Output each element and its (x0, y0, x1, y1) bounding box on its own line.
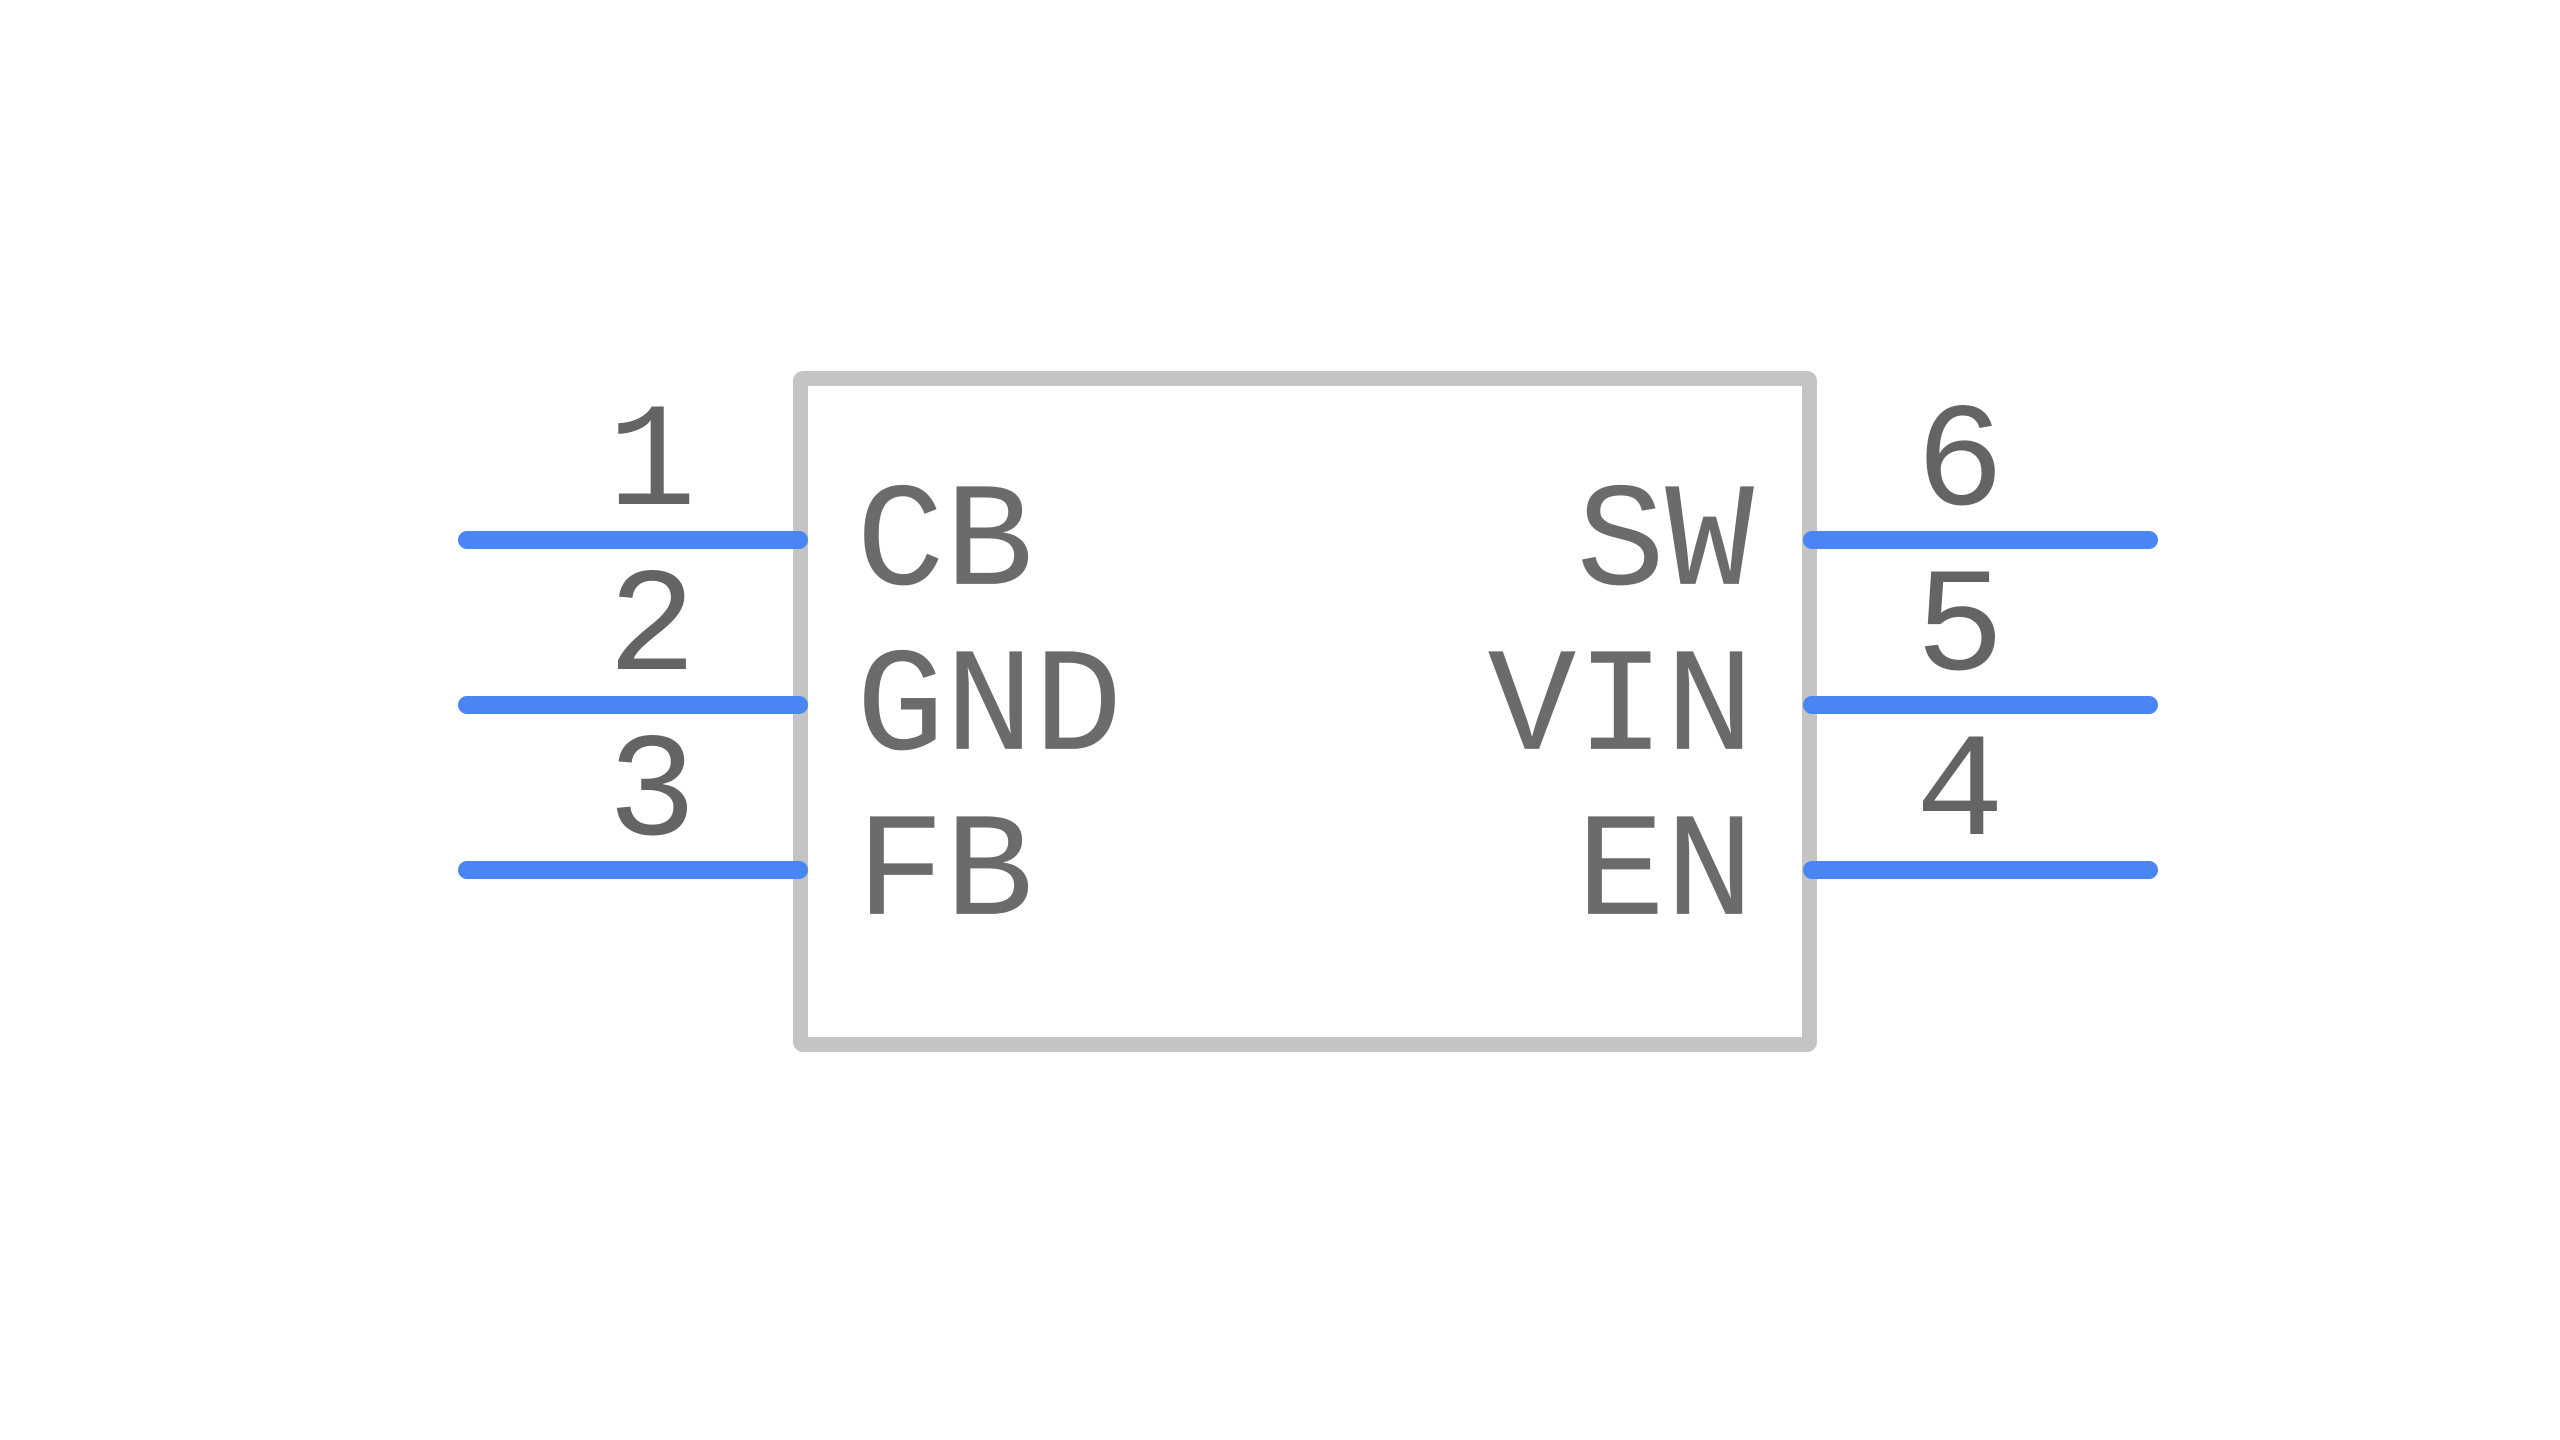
pin-number-right-5: 5 (1915, 547, 2005, 714)
pin-label-vin: VIN (1487, 626, 1754, 794)
pin-label-gnd: GND (856, 626, 1123, 794)
pin-number-right-4: 4 (1915, 712, 2005, 879)
pin-line-left-1 (458, 531, 808, 549)
pin-number-left-1: 1 (607, 382, 697, 549)
pin-number-left-3: 3 (607, 712, 697, 879)
pin-label-en: EN (1576, 791, 1754, 959)
pin-line-right-6 (1803, 531, 2158, 549)
pin-line-right-4 (1803, 861, 2158, 879)
pin-line-left-2 (458, 696, 808, 714)
pin-label-cb: CB (856, 461, 1034, 629)
pin-line-left-3 (458, 861, 808, 879)
pin-number-right-6: 6 (1915, 382, 2005, 549)
pin-label-fb: FB (856, 791, 1034, 959)
pin-label-sw: SW (1576, 461, 1754, 629)
pin-number-left-2: 2 (607, 547, 697, 714)
pin-line-right-5 (1803, 696, 2158, 714)
